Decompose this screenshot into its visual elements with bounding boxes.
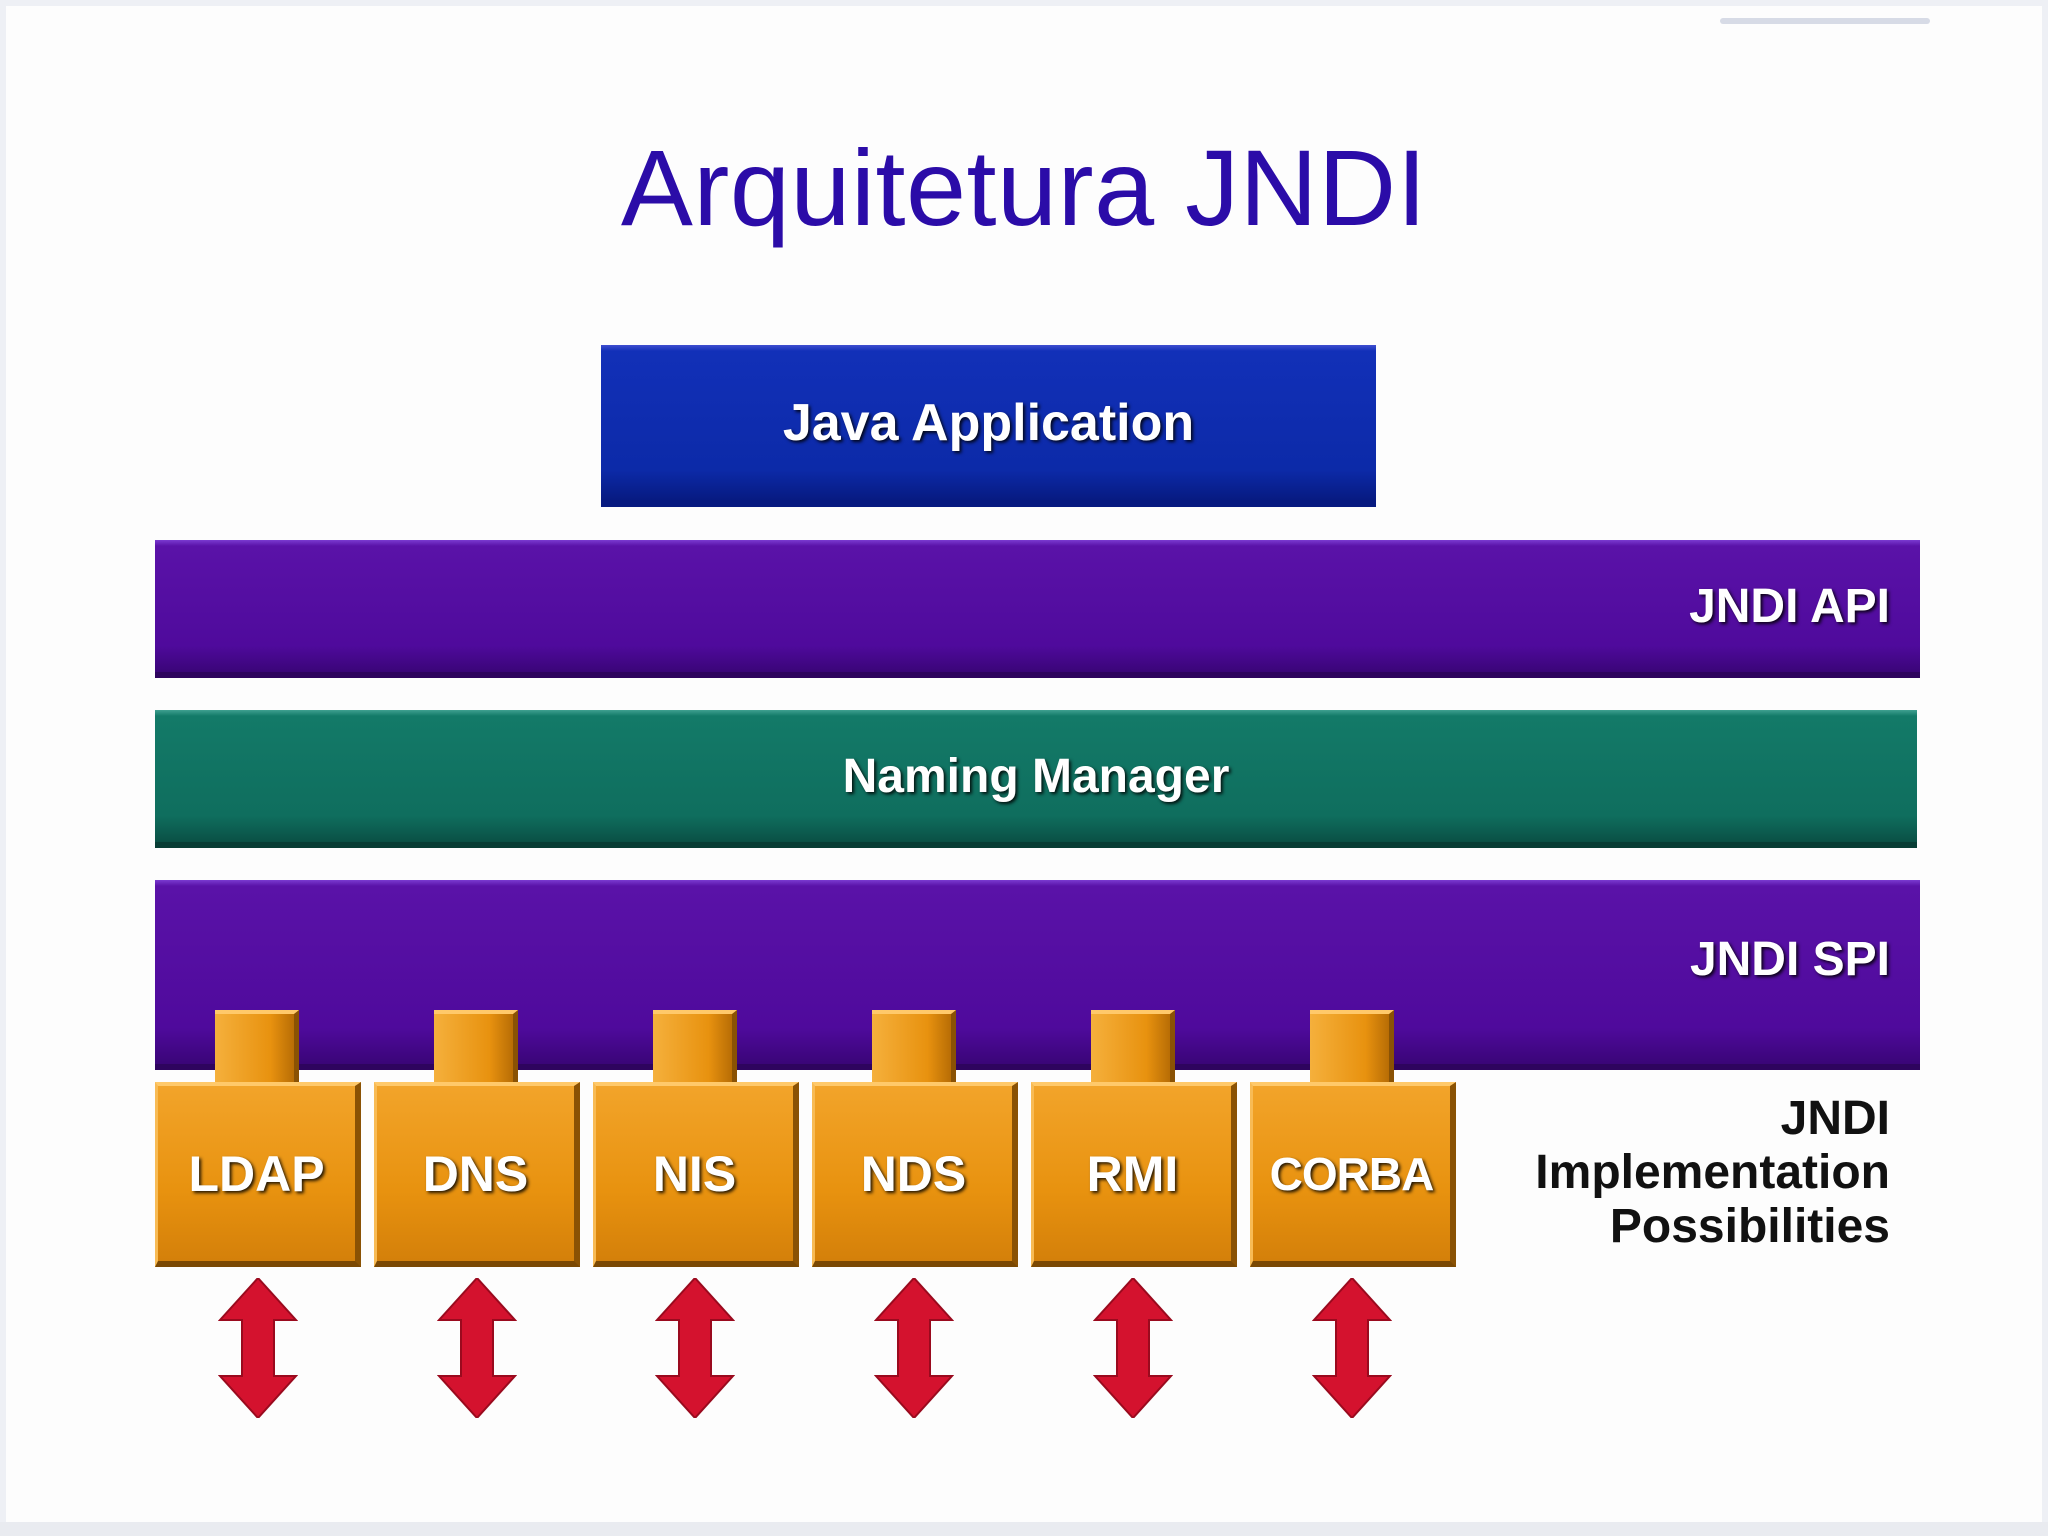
implementation-label: NIS — [593, 1082, 799, 1267]
jndi-spi-label: JNDI SPI — [1689, 933, 1890, 986]
implementation-label: CORBA — [1250, 1082, 1456, 1267]
plugin-tab — [653, 1010, 737, 1085]
slide-edge-top — [1720, 18, 1930, 24]
double-arrow-icon — [874, 1278, 954, 1418]
plugin-tab — [434, 1010, 518, 1085]
naming-manager-layer: Naming Manager — [155, 710, 1917, 848]
plugin-tab — [872, 1010, 956, 1085]
double-arrow-icon — [1312, 1278, 1392, 1418]
plugin-tab — [215, 1010, 299, 1085]
double-arrow-icon — [1093, 1278, 1173, 1418]
double-arrow-icon — [655, 1278, 735, 1418]
implementation-label: DNS — [374, 1082, 580, 1267]
implementation-label: LDAP — [155, 1082, 361, 1267]
double-arrow-icon — [218, 1278, 298, 1418]
slide-title: Arquitetura JNDI — [620, 127, 1428, 248]
implementation-caption-line: JNDI — [1780, 1092, 1890, 1145]
implementation-label: NDS — [812, 1082, 1018, 1267]
implementation-label: RMI — [1031, 1082, 1237, 1267]
implementation-caption-line: Implementation — [1535, 1146, 1890, 1199]
java-application-box: Java Application — [601, 345, 1376, 507]
double-arrow-icon — [437, 1278, 517, 1418]
implementation-caption: JNDI Implementation Possibilities — [1460, 1092, 1890, 1254]
slide-edge-bottom — [0, 1522, 2048, 1536]
plugin-tab — [1091, 1010, 1175, 1085]
jndi-api-layer: JNDI API — [155, 540, 1920, 678]
jndi-spi-layer: JNDI SPI — [155, 880, 1920, 1070]
plugin-tab — [1310, 1010, 1394, 1085]
implementation-caption-line: Possibilities — [1609, 1200, 1890, 1253]
